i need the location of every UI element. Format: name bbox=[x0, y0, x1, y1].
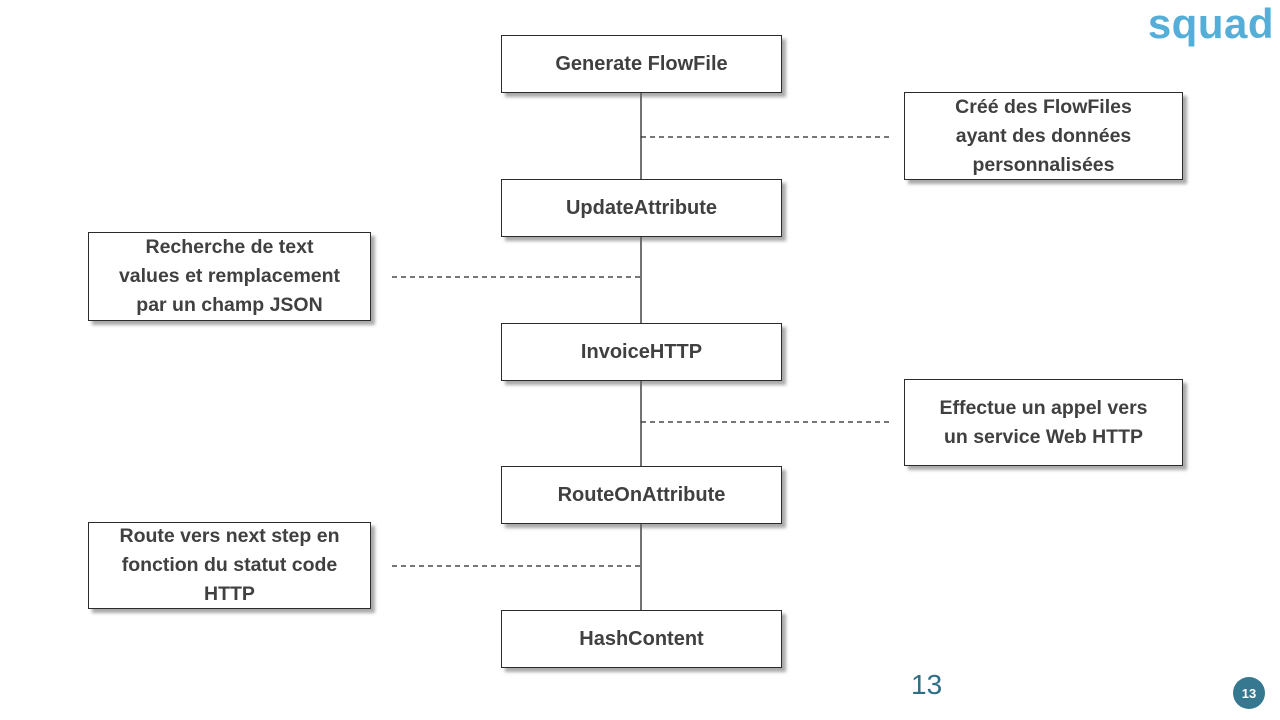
flow-node-update-attribute: UpdateAttribute bbox=[501, 179, 782, 237]
flow-node-label: RouteOnAttribute bbox=[557, 483, 726, 506]
squad-logo: squad bbox=[1147, 0, 1274, 47]
callout-http-web-service-call: Effectue un appel vers un service Web HT… bbox=[904, 379, 1183, 466]
callout-text: Créé des FlowFiles ayant des données per… bbox=[955, 95, 1132, 176]
flow-node-label: UpdateAttribute bbox=[565, 196, 718, 219]
callout-text: Recherche de text values et remplacement… bbox=[118, 236, 341, 316]
flow-node-generate-flowfile: Generate FlowFile bbox=[501, 35, 782, 93]
flow-node-route-on-attribute: RouteOnAttribute bbox=[501, 466, 782, 524]
flow-node-label: InvoiceHTTP bbox=[580, 340, 703, 363]
callout-create-flowfiles: Créé des FlowFiles ayant des données per… bbox=[904, 92, 1183, 180]
page-number-badge: 13 bbox=[1233, 677, 1265, 709]
flow-node-label: Generate FlowFile bbox=[555, 52, 728, 75]
flow-node-invoice-http: InvoiceHTTP bbox=[501, 323, 782, 381]
callout-route-status-code: Route vers next step en fonction du stat… bbox=[88, 522, 371, 609]
callout-text: Effectue un appel vers un service Web HT… bbox=[939, 396, 1148, 448]
flow-node-label: HashContent bbox=[579, 627, 704, 650]
flow-node-hash-content: HashContent bbox=[501, 610, 782, 668]
page-number: 13 bbox=[911, 669, 943, 700]
callout-text: Route vers next step en fonction du stat… bbox=[119, 525, 340, 605]
callout-search-replace-json: Recherche de text values et remplacement… bbox=[88, 232, 371, 321]
